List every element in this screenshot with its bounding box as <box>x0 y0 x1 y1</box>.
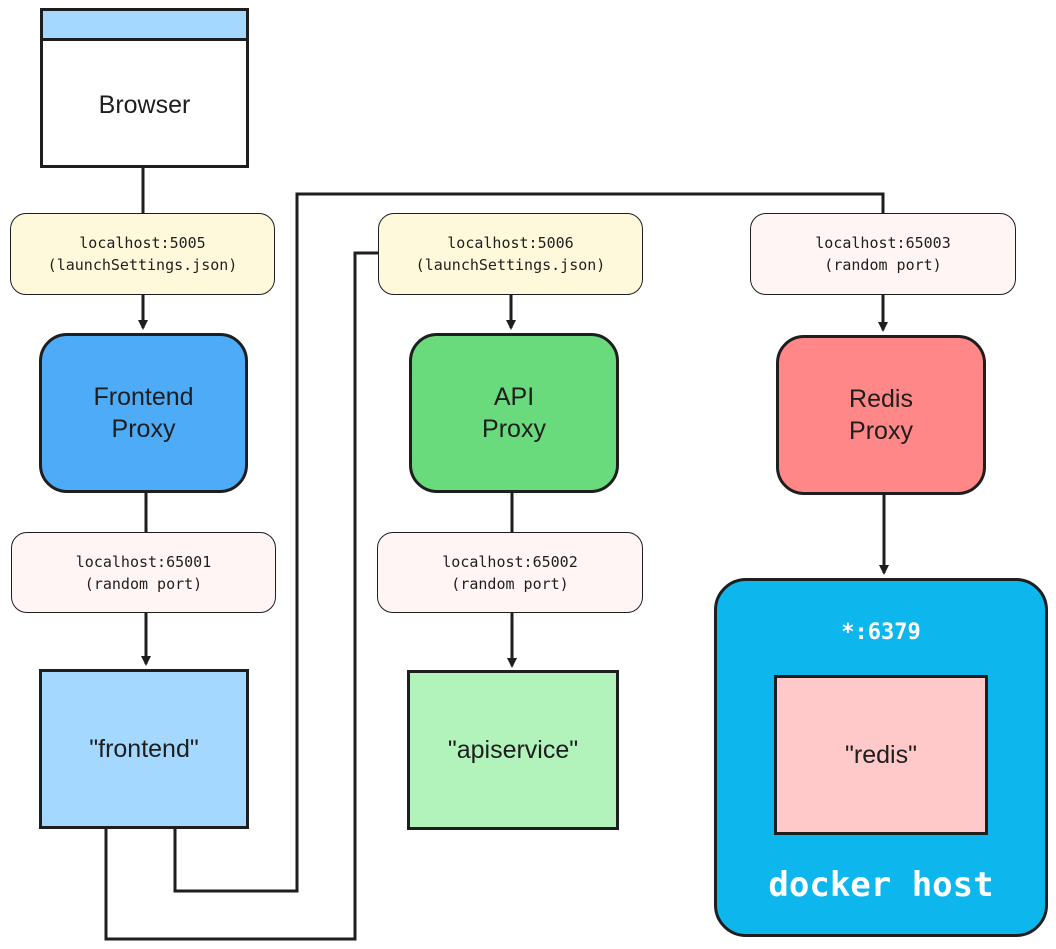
frontend-internal-port-source: (random port) <box>84 574 203 593</box>
redis-public-port: localhost:65003 (random port) <box>750 213 1016 295</box>
frontend-public-port: localhost:5005 (launchSettings.json) <box>10 213 275 295</box>
frontend-proxy: Frontend Proxy <box>39 333 248 493</box>
browser-window: Browser <box>40 8 249 168</box>
api-internal-port-source: (random port) <box>451 574 569 593</box>
browser-label: Browser <box>98 90 191 119</box>
line-frontend-to-redis-port <box>173 192 885 893</box>
api-public-port-address: localhost:5006 <box>447 234 574 252</box>
docker-host-label: docker host <box>768 865 994 905</box>
frontend-public-port-source: (launchSettings.json) <box>47 256 238 274</box>
api-proxy-label-line2: Proxy <box>482 415 546 443</box>
frontend-proxy-label-line1: Frontend <box>93 383 194 411</box>
redis-proxy-label-line1: Redis <box>849 385 913 413</box>
api-internal-port-address: localhost:65002 <box>442 552 578 571</box>
apiservice: "apiservice" <box>407 670 619 830</box>
line-frontend-to-api-port <box>104 251 378 941</box>
redis-public-port-address: localhost:65003 <box>815 234 951 252</box>
redis-container-label: "redis" <box>845 741 917 769</box>
api-proxy: API Proxy <box>409 333 619 493</box>
api-internal-port: localhost:65002 (random port) <box>377 532 643 613</box>
frontend-service: "frontend" <box>39 669 249 829</box>
redis-container: "redis" <box>774 675 988 835</box>
docker-host: *:6379 "redis" docker host <box>714 578 1048 937</box>
redis-public-port-source: (random port) <box>824 256 942 274</box>
frontend-internal-port-address: localhost:65001 <box>75 552 212 571</box>
frontend-public-port-address: localhost:5005 <box>79 234 206 252</box>
frontend-proxy-label-line2: Proxy <box>111 415 176 443</box>
redis-proxy: Redis Proxy <box>776 335 986 495</box>
api-public-port-source: (launchSettings.json) <box>415 256 606 274</box>
docker-host-port: *:6379 <box>841 620 921 645</box>
frontend-internal-port: localhost:65001 (random port) <box>11 532 276 613</box>
frontend-service-label: "frontend" <box>89 735 199 763</box>
api-public-port: localhost:5006 (launchSettings.json) <box>378 213 643 295</box>
redis-proxy-label-line2: Proxy <box>849 417 913 445</box>
browser-titlebar <box>43 11 246 41</box>
api-proxy-label-line1: API <box>493 383 535 411</box>
apiservice-label: "apiservice" <box>447 736 579 764</box>
